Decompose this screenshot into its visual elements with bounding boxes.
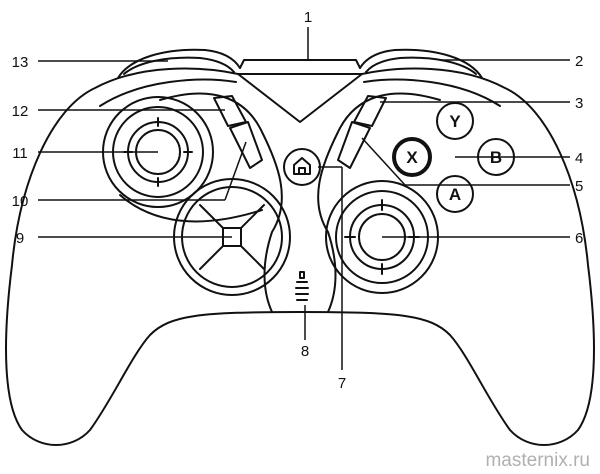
right-bumper bbox=[359, 48, 483, 79]
label-6: 6 bbox=[575, 230, 583, 247]
left-function-button bbox=[213, 95, 247, 127]
callout-line-10b bbox=[224, 141, 247, 201]
button-x-label: X bbox=[406, 148, 418, 167]
label-3: 3 bbox=[575, 95, 583, 112]
label-10: 10 bbox=[12, 193, 29, 210]
callout-line-5 bbox=[361, 137, 406, 186]
center-panel-left-lower bbox=[119, 194, 263, 223]
right-bumper-inner bbox=[365, 56, 477, 75]
button-y-label: Y bbox=[449, 112, 461, 131]
center-panel bbox=[159, 92, 283, 313]
center-panel-right bbox=[317, 92, 441, 313]
controller-top-edge bbox=[239, 59, 361, 69]
right-back-button bbox=[337, 121, 371, 169]
controller-body bbox=[5, 67, 595, 446]
label-9: 9 bbox=[16, 230, 24, 247]
label-5: 5 bbox=[575, 178, 583, 195]
label-2: 2 bbox=[575, 53, 583, 70]
label-8: 8 bbox=[301, 343, 309, 360]
home-icon bbox=[293, 157, 311, 175]
label-4: 4 bbox=[575, 150, 583, 167]
label-7: 7 bbox=[338, 375, 346, 392]
button-x bbox=[392, 137, 432, 177]
led-icon bbox=[295, 281, 309, 301]
left-bumper-inner bbox=[123, 56, 235, 75]
shoulder-line-left bbox=[99, 78, 237, 107]
label-13: 13 bbox=[12, 54, 29, 71]
controller-top-notch bbox=[237, 73, 363, 123]
right-function-button bbox=[353, 95, 387, 127]
shoulder-line-right bbox=[363, 78, 501, 107]
button-y bbox=[436, 102, 474, 140]
led-indicator bbox=[299, 271, 305, 279]
label-12: 12 bbox=[12, 103, 29, 120]
left-back-button bbox=[229, 121, 263, 169]
label-1: 1 bbox=[304, 9, 312, 26]
left-bumper bbox=[117, 48, 241, 79]
button-a-label: A bbox=[449, 185, 461, 204]
label-11: 11 bbox=[12, 145, 28, 162]
watermark: masternix.ru bbox=[485, 450, 590, 471]
button-a bbox=[436, 175, 474, 213]
